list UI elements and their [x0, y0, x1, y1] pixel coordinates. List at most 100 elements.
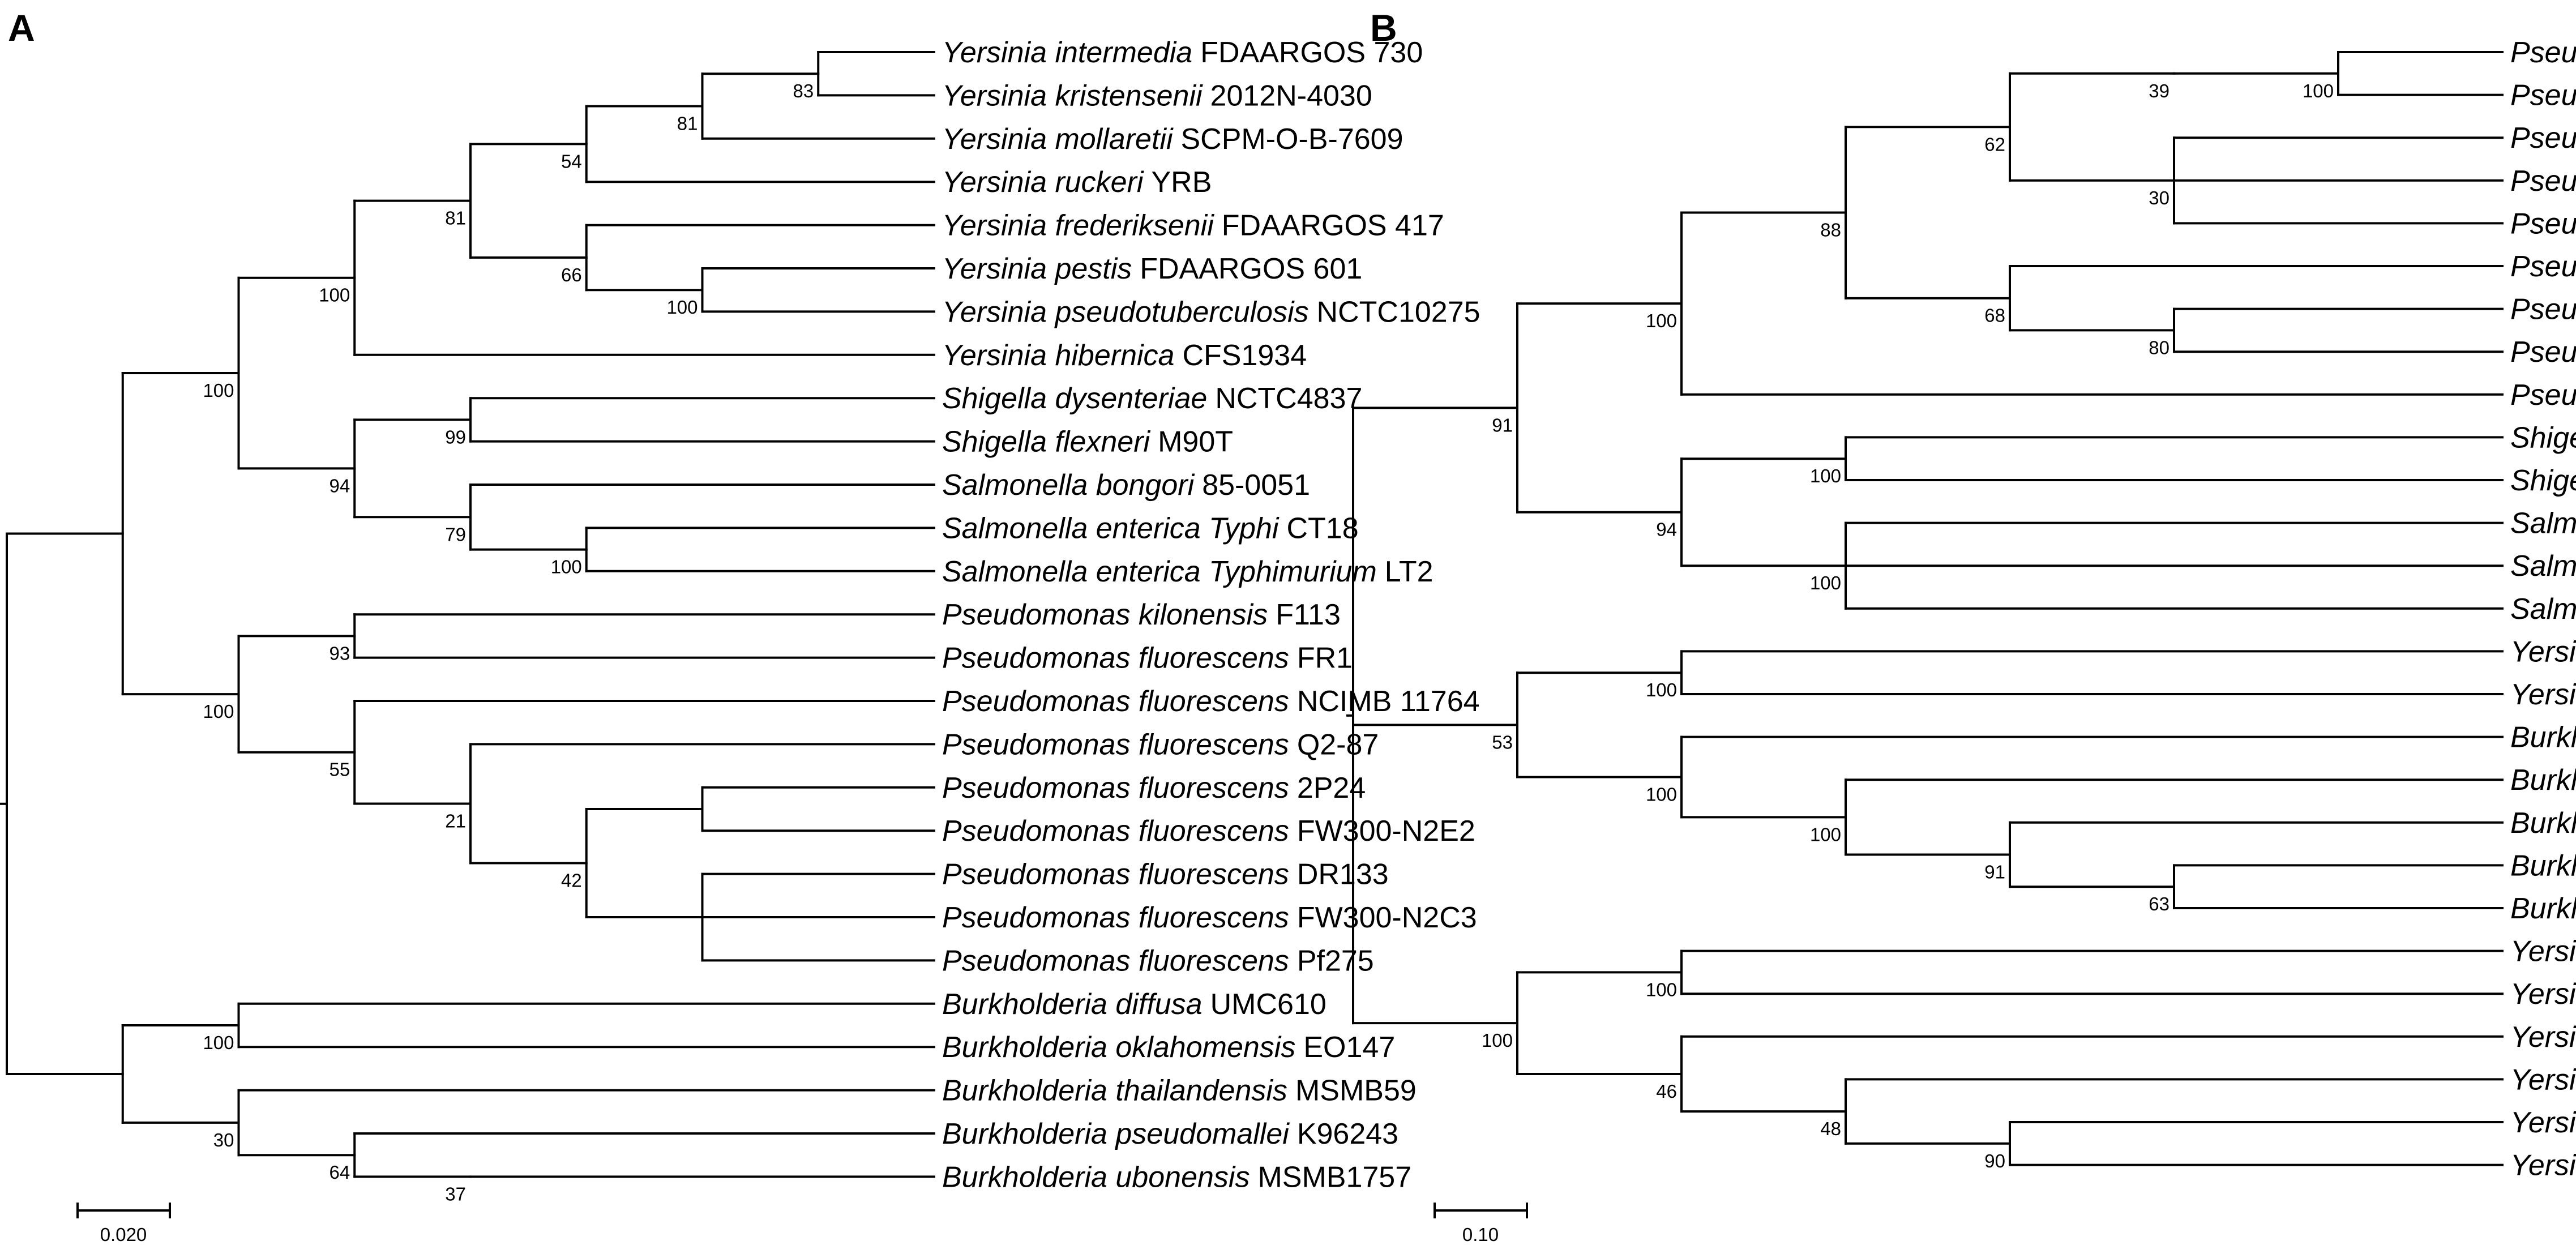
taxon-species-name: Pseudomonas fluorescens [942, 858, 1289, 891]
taxon-species-name: Pseudomonas fluorescens [942, 642, 1289, 675]
taxon-species-name: Pseudomonas kilonensis [942, 598, 1268, 631]
support-value: 100 [1646, 679, 1677, 700]
taxon-strain: YRB [1151, 166, 1212, 199]
taxon-species-name: Pseudomonas fluorescens [2510, 250, 2576, 283]
support-value: 81 [677, 113, 698, 134]
tree-panel-a: A 10010081548183661009499791001009355214… [0, 7, 1480, 1245]
taxon-strain: K96243 [1297, 1118, 1398, 1150]
taxon-strain: FW300-N2C3 [1297, 901, 1477, 934]
support-value: 100 [1646, 310, 1677, 331]
support-value: 79 [445, 524, 466, 545]
taxon-species-name: Yersinia hibernica [942, 339, 1174, 372]
taxon-species-name: Yersinia intermedia [2510, 1021, 2576, 1054]
taxon-strain: NCIMB 11764 [1297, 685, 1480, 718]
scale-bar-label-a: 0.020 [100, 1224, 147, 1245]
taxon-species-name: Burkholderia oklahomensis [942, 1031, 1295, 1064]
taxon-strain: CFS1934 [1182, 339, 1307, 372]
support-value: 21 [445, 810, 466, 831]
support-value: 100 [1810, 824, 1841, 845]
taxon-strain: 85-0051 [1202, 469, 1310, 502]
taxon-species-name: Burkholderia pseudomallei [942, 1118, 1290, 1150]
support-value: 55 [330, 759, 350, 780]
support-value: 63 [2149, 893, 2170, 914]
taxon-species-name: Yersinia mollaretii [942, 123, 1174, 156]
support-value: 99 [445, 426, 466, 447]
taxon-species-name: Pseudomonas fluorescens [942, 685, 1289, 718]
support-value: 90 [1984, 1150, 2005, 1171]
support-value: 94 [1656, 519, 1677, 540]
taxon-species-name: Pseudomonas fluorescens [942, 815, 1289, 848]
support-value: 54 [561, 151, 582, 172]
taxon-species-name: Pseudomonas kilonensis [2510, 36, 2576, 69]
taxon-strain: FR1 [1297, 642, 1353, 675]
taxon-strain: EO147 [1303, 1031, 1395, 1064]
taxon-strain: F113 [1276, 598, 1341, 631]
support-value: 100 [551, 557, 582, 577]
support-value: 46 [1656, 1081, 1677, 1102]
support-value: 100 [1646, 979, 1677, 1000]
tree-b-scale-bar: 0.10 [1434, 1203, 1528, 1245]
taxon-species-name: Burkholderia diffusa [942, 988, 1203, 1021]
taxon-species-name: Burkholderia oklahomensis [2510, 764, 2576, 797]
taxon-species-name: Salmonella enterica Typhimurium [2510, 507, 2576, 540]
support-value: 88 [1820, 220, 1841, 241]
panel-label-a: A [8, 7, 35, 49]
support-value: 100 [203, 1032, 234, 1053]
taxon-species-name: Burkholderia ubonensis [2510, 721, 2576, 754]
support-value: 30 [2149, 187, 2170, 208]
support-value: 53 [1492, 731, 1513, 752]
taxon-strain: 2P24 [1297, 772, 1366, 805]
taxon-strain: FDAARGOS 601 [1140, 253, 1362, 285]
support-value: 68 [1984, 305, 2005, 326]
support-value: 83 [793, 80, 814, 101]
support-value: 37 [445, 1183, 466, 1204]
panel-label-b: B [1370, 7, 1397, 49]
support-value: 81 [445, 208, 466, 229]
support-value: 100 [666, 297, 698, 318]
taxon-species-name: Yersinia frederiksenii [942, 209, 1214, 242]
taxon-species-name: Pseudomonas fluorescens [2510, 79, 2576, 112]
taxon-species-name: Yersinia pestis [2510, 935, 2576, 968]
taxon-species-name: Yersinia pseudotuberculosis [942, 296, 1309, 328]
taxon-species-name: Pseudomonas fluorescens [942, 901, 1289, 934]
taxon-species-name: Pseudomonas fluorescens [2510, 336, 2576, 369]
support-value: 62 [1984, 134, 2005, 155]
taxon-species-name: Burkholderia thailandensis [942, 1075, 1287, 1107]
support-value: 93 [330, 643, 350, 664]
taxon-species-name: Pseudomonas fluorescens [2510, 379, 2576, 412]
